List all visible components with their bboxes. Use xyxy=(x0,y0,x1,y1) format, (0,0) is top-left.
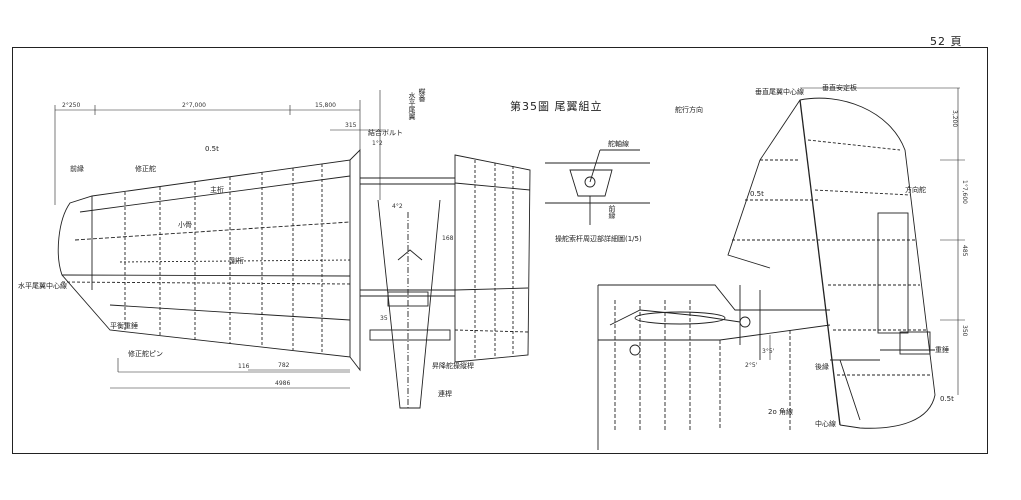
spar2-label: 副桁 xyxy=(230,257,244,265)
dim-6: 1°2 xyxy=(372,140,383,147)
fin-label: 垂直安定板 xyxy=(822,84,857,92)
drawing-title: 第35圖 尾翼組立 xyxy=(510,100,603,113)
trim-tab-label: 修正舵 xyxy=(135,165,156,173)
spar-label: 主桁 xyxy=(210,186,224,194)
horn-note-label: 舵軸線 xyxy=(608,140,629,148)
dim-5: 4°2 xyxy=(392,203,403,210)
hinge-top-label: 蝶番 xyxy=(418,88,426,102)
elevator-center-label: 水平尾翼中心線 xyxy=(18,282,67,290)
fuselage-center-section xyxy=(349,148,455,409)
bottom-b-label: 中心線 xyxy=(815,420,836,428)
dim-8: 4986 xyxy=(275,380,291,387)
top-dimension-lines xyxy=(54,90,385,389)
dim-3: 15,800 xyxy=(315,102,336,109)
dim-13: 1°7,600 xyxy=(961,180,968,204)
thickness-label-2: 0.5t xyxy=(205,145,219,153)
drawing-frame xyxy=(12,47,988,454)
dim-16: 3°5' xyxy=(762,348,775,355)
rudder-leading-edge-label: 方向舵 xyxy=(905,186,926,194)
detail-title: 操舵索杆周辺部詳細圖(1/5) xyxy=(555,235,642,243)
fuselage-tail-section xyxy=(597,284,831,450)
dim-11: 116 xyxy=(238,363,250,370)
dim-15: 350 xyxy=(961,325,968,337)
rib-label: 小骨 xyxy=(178,221,192,229)
dim-1: 2°250 xyxy=(62,102,81,109)
mass-balance-label: 重錘 xyxy=(935,346,949,354)
vertical-fin-outline xyxy=(727,97,936,429)
horizontal-stabilizer-outline xyxy=(57,159,351,358)
elevator-horn-label: 昇降舵操縦桿 xyxy=(432,362,474,370)
rudder-ribs xyxy=(807,139,930,376)
stab-hinge-label: 水平尾翼 xyxy=(408,92,416,120)
right-stabilizer-stub xyxy=(454,154,531,363)
bottom-a-label: 2o 角線 xyxy=(768,408,793,416)
dim-14: 485 xyxy=(961,245,968,257)
rudder-direction-label: 舵行方向 xyxy=(675,106,703,114)
page-number: 52 頁 xyxy=(930,35,963,48)
dim-7: 782 xyxy=(278,362,290,369)
dim-4: 315 xyxy=(345,122,357,129)
rudder-structure xyxy=(830,212,935,421)
stabilizer-ribs xyxy=(124,164,323,353)
balance-label: 平衡重錘 xyxy=(110,322,138,330)
link-label: 連桿 xyxy=(438,390,452,398)
dim-12: 3,200 xyxy=(951,110,958,128)
control-horn-detail xyxy=(545,149,650,225)
leading-edge-label: 前縁 xyxy=(70,165,84,173)
fwd-frame-label: 前縁 xyxy=(608,205,616,219)
tab-pin-label: 修正舵ピン xyxy=(128,350,163,358)
dim-9: 35 xyxy=(380,315,388,322)
dim-2: 2°7,000 xyxy=(182,102,206,109)
dim-17: 2°5' xyxy=(745,362,758,369)
thickness-label-3: 0.5t xyxy=(750,190,764,198)
thickness-label-1: 0.5t xyxy=(940,395,954,403)
fin-dimension-lines xyxy=(769,87,965,395)
tail-edge-label: 後縁 xyxy=(815,363,829,371)
hinge-bolt-label: 結合ボルト xyxy=(368,129,403,137)
dim-10: 168 xyxy=(442,235,454,242)
fin-center-label: 垂直尾翼中心線 xyxy=(755,88,804,96)
